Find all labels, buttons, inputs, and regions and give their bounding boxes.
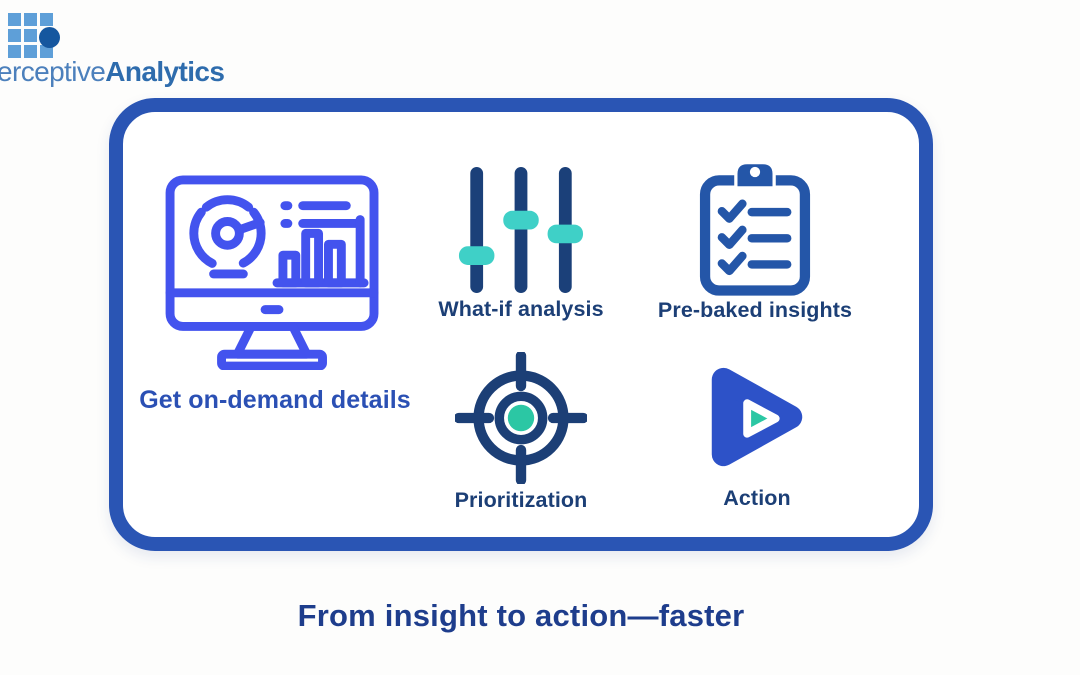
feature-prioritization: Prioritization xyxy=(438,352,604,513)
play-icon xyxy=(711,367,803,467)
target-icon xyxy=(455,352,587,484)
feature-pre-baked-insights: Pre-baked insights xyxy=(650,158,860,323)
feature-label: What-if analysis xyxy=(438,297,604,321)
logo-dot-icon xyxy=(39,27,60,48)
logo-grid-icon xyxy=(8,13,53,58)
feature-action: Action xyxy=(662,356,852,511)
feature-label: Action xyxy=(723,486,791,510)
sliders-icon xyxy=(458,166,584,294)
feature-on-demand-details: Get on-demand details xyxy=(115,172,435,415)
brand-name-suffix: Analytics xyxy=(105,56,225,87)
feature-label: Get on-demand details xyxy=(139,386,411,414)
feature-label: Pre-baked insights xyxy=(657,298,853,322)
feature-what-if-analysis: What-if analysis xyxy=(438,163,604,322)
checklist-clipboard-icon xyxy=(699,161,811,296)
feature-label: Prioritization xyxy=(454,488,588,512)
brand-name-prefix: erceptive xyxy=(0,56,106,87)
dashboard-monitor-icon xyxy=(165,175,379,370)
brand-name: erceptiveAnalytics xyxy=(0,56,225,88)
tagline: From insight to action—faster xyxy=(297,598,745,633)
